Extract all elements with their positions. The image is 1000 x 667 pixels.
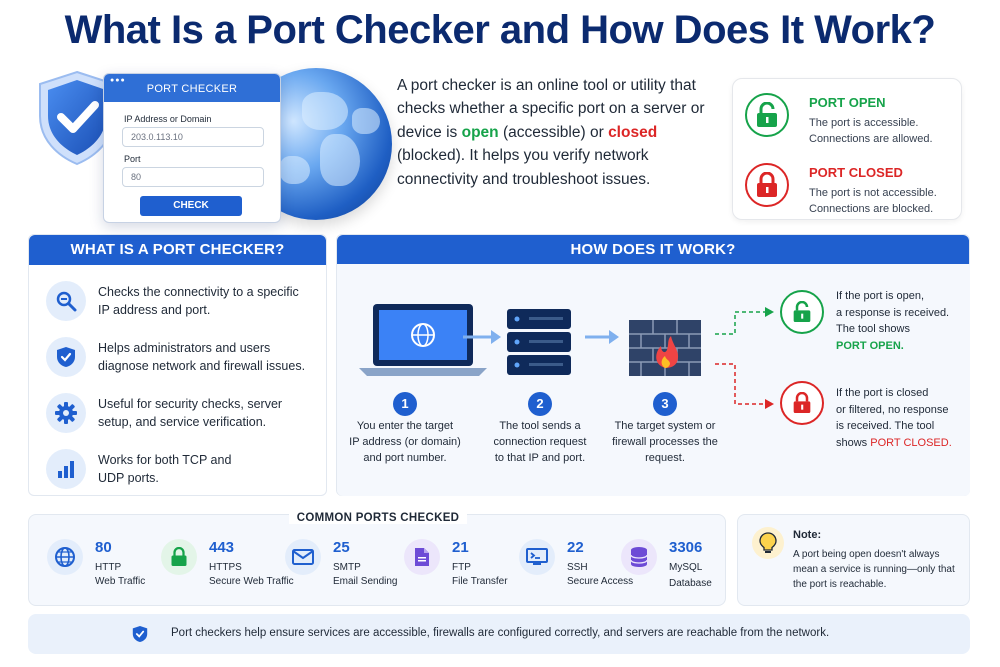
port-item: 25 SMTP Email Sending <box>285 535 403 599</box>
status-closed: PORT CLOSED The port is not accessible.C… <box>745 163 955 221</box>
flow-diagram <box>359 304 774 409</box>
step-number: 2 <box>528 392 552 416</box>
port-item: 443 HTTPS Secure Web Traffic <box>161 535 294 599</box>
arrow-icon <box>585 330 619 344</box>
port-item: 80 HTTP Web Traffic <box>47 535 165 599</box>
arrow-icon <box>463 330 501 344</box>
server-icon <box>507 309 571 375</box>
how-header: HOW DOES IT WORK? <box>337 235 969 265</box>
lock-icon <box>745 163 789 207</box>
window-dots-icon: ●●● <box>110 77 126 84</box>
page-title: What Is a Port Checker and How Does It W… <box>64 8 936 52</box>
port-checker-window: ●●● PORT CHECKER IP Address or Domain 20… <box>103 73 281 223</box>
how-diagram <box>337 264 970 496</box>
bar-chart-icon <box>46 449 86 489</box>
port-number: 21 <box>452 539 469 556</box>
port-protocol: HTTPS <box>209 562 242 573</box>
check-button[interactable]: CHECK <box>140 196 242 216</box>
port-description: Web Traffic <box>95 576 146 587</box>
envelope-icon <box>285 539 321 575</box>
globe-icon <box>47 539 83 575</box>
intro-open-word: open <box>461 123 499 141</box>
unlock-icon <box>780 290 824 334</box>
port-checker-titlebar: ●●● PORT CHECKER <box>104 74 280 102</box>
status-closed-title: PORT CLOSED <box>809 165 903 180</box>
port-protocol: MySQL <box>669 562 703 573</box>
database-icon <box>621 539 657 575</box>
intro-text-2: (accessible) or <box>498 123 609 141</box>
port-protocol: SMTP <box>333 562 361 573</box>
intro-text-1: A port checker is an online tool or util… <box>397 77 705 141</box>
gear-icon <box>46 393 86 433</box>
dashed-arrow-open <box>715 307 774 335</box>
port-protocol: HTTP <box>95 562 122 573</box>
magnifier-icon <box>46 281 86 321</box>
footer-banner: Port checkers help ensure services are a… <box>28 614 970 654</box>
port-label: Port <box>124 154 141 164</box>
firewall-icon <box>629 320 701 376</box>
status-card: PORT OPEN The port is accessible.Connect… <box>732 78 962 220</box>
result-open-text: If the port is open,a response is receiv… <box>836 290 950 352</box>
port-description: File Transfer <box>452 576 508 587</box>
intro-closed-word: closed <box>608 123 658 141</box>
port-checker-title: PORT CHECKER <box>146 83 238 95</box>
status-open-title: PORT OPEN <box>809 95 886 110</box>
status-closed-desc: The port is not accessible.Connections a… <box>809 187 937 215</box>
file-icon <box>404 539 440 575</box>
what-is-panel: WHAT IS A PORT CHECKER? Checks the conne… <box>28 234 327 496</box>
common-ports-title: COMMON PORTS CHECKED <box>29 512 727 526</box>
terminal-icon <box>519 539 555 575</box>
what-is-header: WHAT IS A PORT CHECKER? <box>29 235 326 265</box>
ip-label: IP Address or Domain <box>124 114 212 124</box>
common-ports-card: COMMON PORTS CHECKED 80 HTTP Web Traffic… <box>28 512 727 606</box>
port-number: 80 <box>95 539 112 556</box>
status-open: PORT OPEN The port is accessible.Connect… <box>745 93 955 151</box>
port-description: Email Sending <box>333 576 398 587</box>
shield-check-icon <box>39 70 115 166</box>
status-open-desc: The port is accessible.Connections are a… <box>809 117 933 145</box>
lightbulb-icon <box>752 527 784 559</box>
lock-icon <box>780 381 824 425</box>
port-description: Database <box>669 578 712 589</box>
footer-text: Port checkers help ensure services are a… <box>171 627 830 639</box>
port-description: Secure Web Traffic <box>209 576 294 587</box>
port-item: 3306 MySQL Database <box>621 535 739 599</box>
port-number: 25 <box>333 539 350 556</box>
intro-paragraph: A port checker is an online tool or util… <box>397 74 715 191</box>
port-item: 22 SSH Secure Access <box>519 535 637 599</box>
intro-text-3: (blocked). It helps you verify network c… <box>397 147 651 188</box>
note-title: Note: <box>793 529 822 541</box>
port-protocol: SSH <box>567 562 588 573</box>
ip-input[interactable]: 203.0.113.10 <box>122 127 264 147</box>
step-number: 1 <box>393 392 417 416</box>
lock-icon <box>161 539 197 575</box>
port-input[interactable]: 80 <box>122 167 264 187</box>
step-number: 3 <box>653 392 677 416</box>
port-protocol: FTP <box>452 562 471 573</box>
laptop-icon <box>359 304 487 376</box>
dashed-arrow-closed <box>715 363 774 409</box>
port-number: 3306 <box>669 539 703 556</box>
port-number: 443 <box>209 539 235 556</box>
port-number: 22 <box>567 539 584 556</box>
unlock-icon <box>745 93 789 137</box>
port-description: Secure Access <box>567 576 634 587</box>
port-item: 21 FTP File Transfer <box>404 535 522 599</box>
shield-check-icon <box>46 337 86 377</box>
shield-check-icon <box>132 626 148 642</box>
